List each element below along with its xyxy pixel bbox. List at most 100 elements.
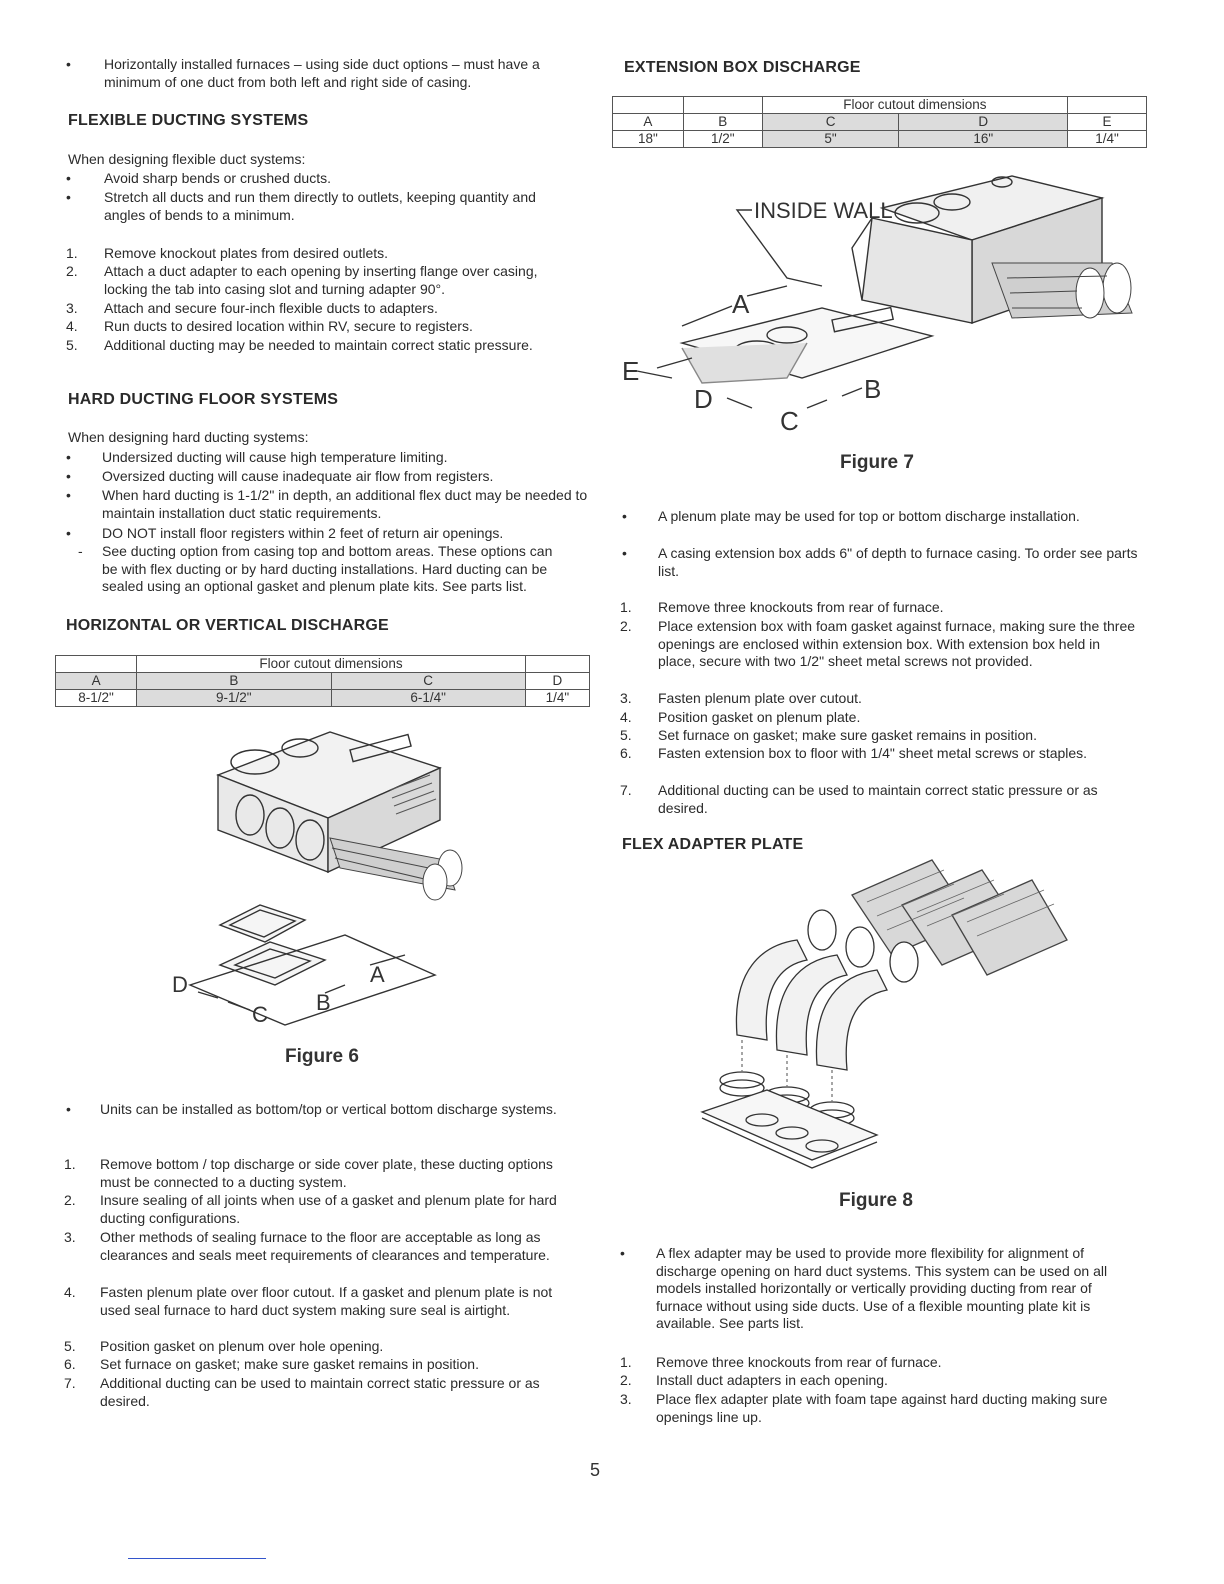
table-cell — [524, 655, 591, 673]
table-header: C — [330, 672, 526, 690]
table-cell: 6-1/4" — [330, 689, 526, 707]
step-text: Attach a duct adapter to each opening by… — [104, 263, 538, 297]
dash-note-text: See ducting option from casing top and b… — [102, 543, 553, 594]
step-text: Place extension box with foam gasket aga… — [658, 618, 1136, 669]
figure6-label-c: C — [252, 1002, 268, 1027]
page-number: 5 — [590, 1460, 601, 1480]
bullet-marker: • — [622, 545, 627, 561]
step-number: 7. — [64, 1375, 76, 1391]
table-group-label: Floor cutout dimensions — [136, 655, 526, 673]
table-header: D — [898, 113, 1069, 131]
step-number: 6. — [64, 1356, 76, 1372]
figure6-dimensions-table: Floor cutout dimensions A B C D 8-1/2" 9… — [54, 655, 591, 707]
flexible-ducting-heading: FLEXIBLE DUCTING SYSTEMS — [68, 112, 309, 129]
table-header: D — [524, 672, 591, 690]
table-header: A — [54, 672, 138, 690]
step-text: Fasten plenum plate over floor cutout. I… — [100, 1284, 553, 1318]
bullet-marker: • — [66, 449, 71, 465]
inside-wall-label: INSIDE WALL — [754, 198, 893, 223]
step-number: 5. — [64, 1338, 76, 1354]
step-text: Attach and secure four-inch flexible duc… — [104, 300, 438, 316]
step-number: 2. — [620, 618, 632, 634]
footer-rule — [128, 1558, 266, 1559]
flexible-ducting-lead: When designing flexible duct systems: — [68, 151, 306, 167]
extension-box-heading: EXTENSION BOX DISCHARGE — [624, 59, 861, 76]
figure7-label-a: A — [732, 289, 750, 319]
step-text: Additional ducting can be used to mainta… — [658, 782, 1098, 816]
figure6-label-b: B — [316, 990, 331, 1015]
bullet-marker: • — [66, 487, 71, 503]
list-item-text: A casing extension box adds 6" of depth … — [658, 545, 1138, 579]
bullet-marker: • — [66, 525, 71, 541]
step-text: Install duct adapters in each opening. — [656, 1372, 888, 1388]
table-cell — [1067, 96, 1147, 114]
table-cell: 1/4" — [524, 689, 591, 707]
bullet-marker: • — [66, 468, 71, 484]
table-cell: 1/4" — [1067, 130, 1147, 148]
list-item-text: A flex adapter may be used to provide mo… — [656, 1245, 1108, 1331]
table-cell: 5" — [761, 130, 900, 148]
figure7-label-b: B — [864, 374, 881, 404]
table-cell: 1/2" — [682, 130, 763, 148]
step-text: Fasten plenum plate over cutout. — [658, 690, 862, 706]
list-item-text: When hard ducting is 1-1/2" in depth, an… — [102, 487, 588, 521]
step-number: 4. — [66, 318, 78, 334]
step-number: 4. — [64, 1284, 76, 1300]
bullet-marker: • — [66, 170, 71, 186]
list-item-text: Avoid sharp bends or crushed ducts. — [104, 170, 331, 186]
figure6-caption: Figure 6 — [285, 1046, 359, 1067]
list-item-text: Oversized ducting will cause inadequate … — [102, 468, 494, 484]
step-number: 7. — [620, 782, 632, 798]
figure7-caption: Figure 7 — [840, 452, 914, 473]
hard-ducting-heading: HARD DUCTING FLOOR SYSTEMS — [68, 391, 339, 408]
table-header: B — [136, 672, 332, 690]
table-cell — [682, 96, 763, 114]
figure8-caption: Figure 8 — [839, 1190, 913, 1211]
table-header: A — [612, 113, 684, 131]
list-item-text: DO NOT install floor registers within 2 … — [102, 525, 504, 541]
step-text: Fasten extension box to floor with 1/4" … — [658, 745, 1088, 761]
list-item-text: Undersized ducting will cause high tempe… — [102, 449, 448, 465]
bullet-marker: • — [622, 508, 627, 524]
flex-adapter-heading: FLEX ADAPTER PLATE — [622, 836, 804, 853]
table-cell: 18" — [612, 130, 684, 148]
step-number: 5. — [620, 727, 632, 743]
step-number: 2. — [64, 1192, 76, 1208]
figure7-label-d: D — [694, 384, 713, 414]
table-header: C — [761, 113, 900, 131]
bullet-marker: • — [66, 189, 71, 205]
step-text: Additional ducting may be needed to main… — [104, 337, 533, 353]
table-header: E — [1067, 113, 1147, 131]
bullet-marker: • — [66, 1101, 71, 1117]
step-number: 3. — [66, 300, 78, 316]
bullet-marker: • — [66, 56, 71, 72]
figure6-label-d: D — [172, 972, 188, 997]
hard-ducting-lead: When designing hard ducting systems: — [68, 429, 309, 445]
figure7-label-c: C — [780, 406, 799, 436]
step-text: Insure sealing of all joints when use of… — [100, 1192, 557, 1226]
table-cell — [612, 96, 684, 114]
horizontal-vertical-heading: HORIZONTAL OR VERTICAL DISCHARGE — [66, 617, 389, 634]
step-number: 1. — [64, 1156, 76, 1172]
step-text: Run ducts to desired location within RV,… — [104, 318, 473, 334]
step-text: Remove three knockouts from rear of furn… — [656, 1354, 942, 1370]
step-number: 5. — [66, 337, 78, 353]
table-group-label: Floor cutout dimensions — [761, 96, 1069, 114]
figure6-illustration: D C B A — [172, 731, 463, 1027]
table-cell: 8-1/2" — [54, 689, 138, 707]
step-number: 2. — [620, 1372, 632, 1388]
step-text: Set furnace on gasket; make sure gasket … — [658, 727, 1037, 743]
step-number: 4. — [620, 709, 632, 725]
step-text: Position gasket on plenum plate. — [658, 709, 861, 725]
step-text: Remove bottom / top discharge or side co… — [100, 1156, 553, 1190]
list-item-text: Stretch all ducts and run them directly … — [104, 189, 536, 223]
step-number: 2. — [66, 263, 78, 279]
list-item-text: A plenum plate may be used for top or bo… — [658, 508, 1080, 524]
step-text: Other methods of sealing furnace to the … — [100, 1229, 550, 1263]
step-text: Place flex adapter plate with foam tape … — [656, 1391, 1108, 1425]
table-cell: 16" — [898, 130, 1069, 148]
step-text: Additional ducting can be used to mainta… — [100, 1375, 540, 1409]
step-text: Remove three knockouts from rear of furn… — [658, 599, 944, 615]
step-number: 3. — [620, 1391, 632, 1407]
figure7-illustration: INSIDE WALL A E D C B — [622, 175, 1133, 436]
